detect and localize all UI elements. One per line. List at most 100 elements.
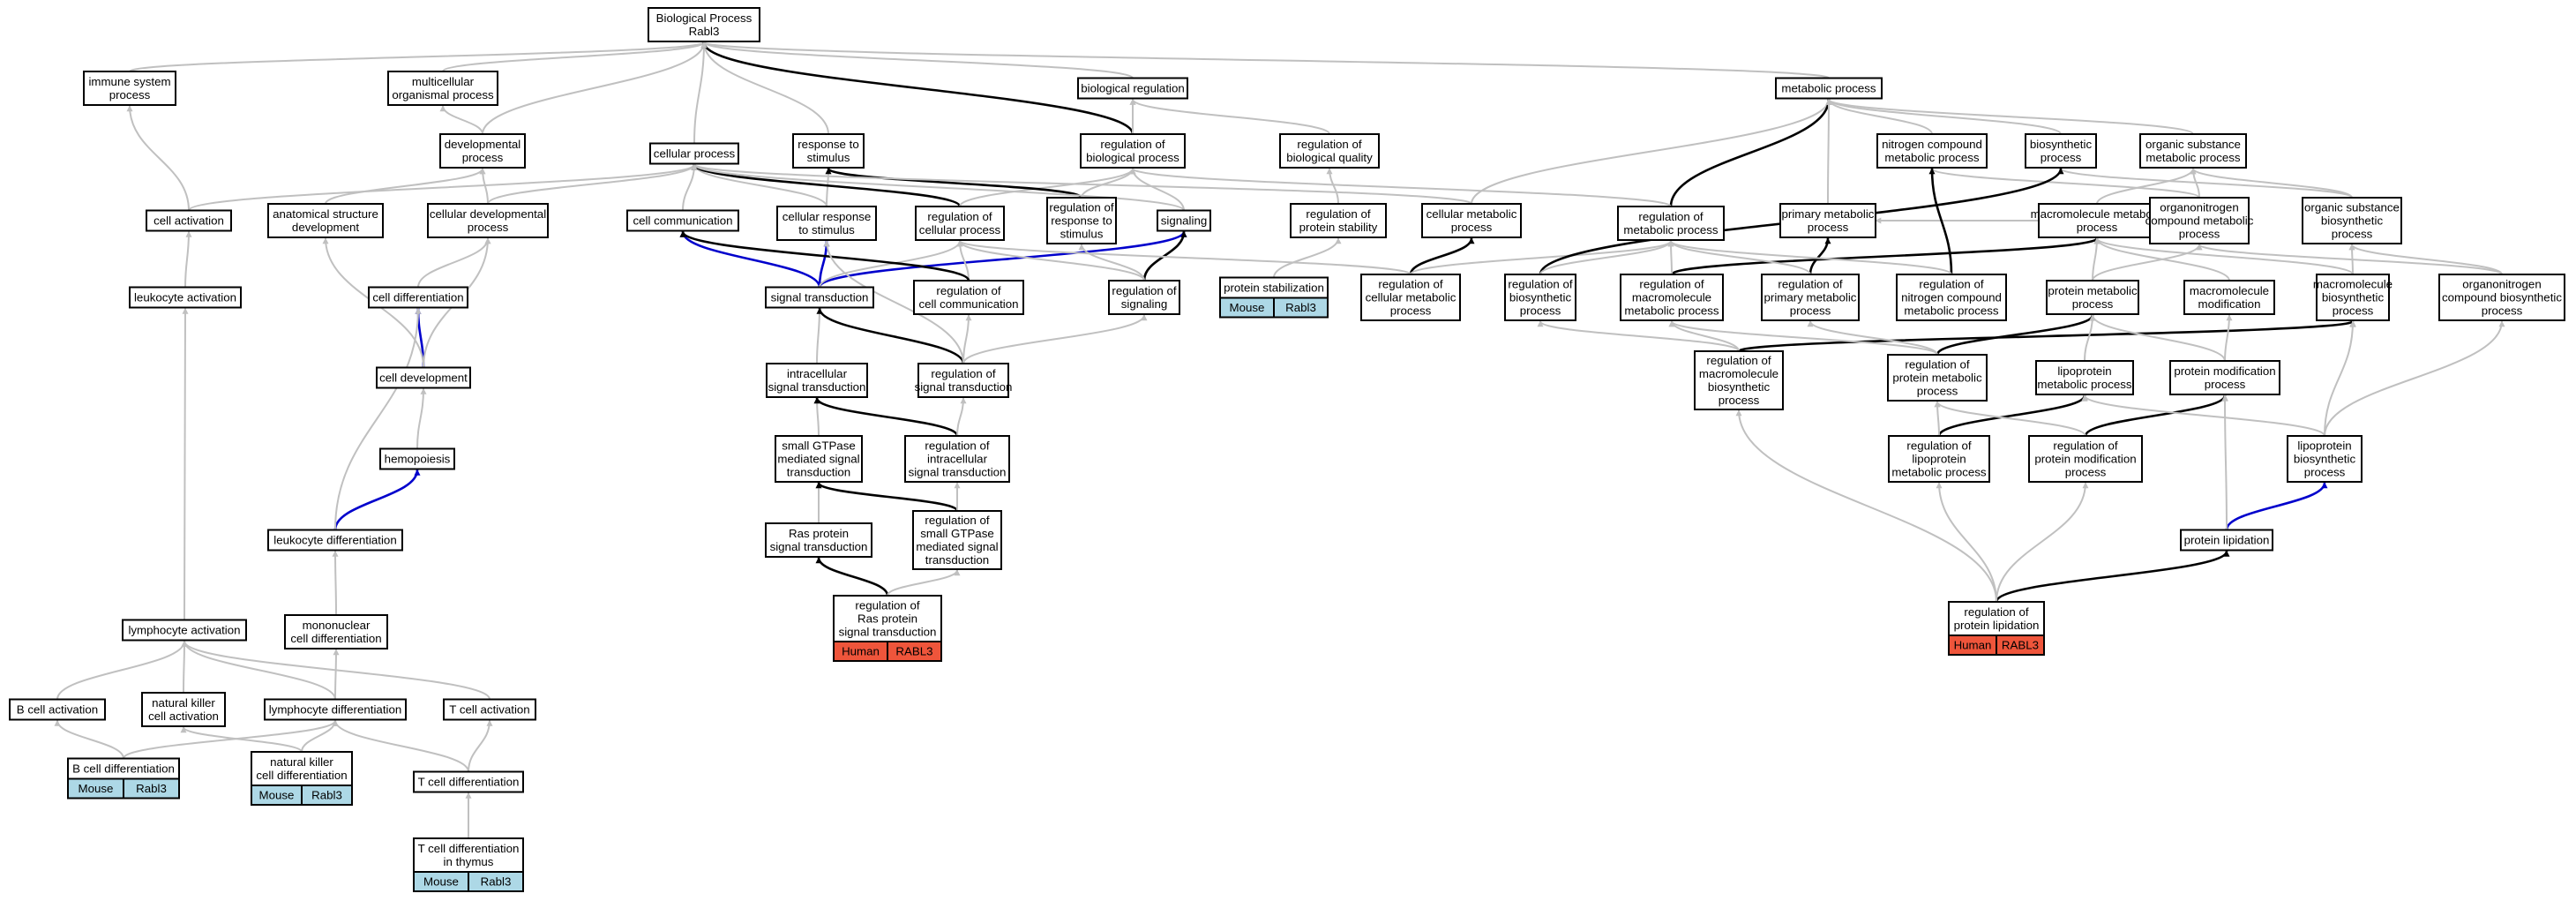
node-label-line: regulation of <box>1297 138 1361 151</box>
node-label-line: response to <box>798 138 858 151</box>
go-term-node-metab[interactable]: metabolic process <box>1775 77 1883 100</box>
go-term-node-biolreg[interactable]: biological regulation <box>1077 77 1188 100</box>
go-term-node-protlip[interactable]: protein lipidation <box>2180 529 2273 552</box>
species-tag: Human <box>842 645 880 658</box>
node-label-line: process <box>2333 304 2374 318</box>
go-term-node-celldevt[interactable]: cell development <box>376 366 471 389</box>
node-label-line: cellular response <box>783 210 872 223</box>
go-term-node-cellcomm[interactable]: cell communication <box>626 209 739 232</box>
node-label-line: stimulus <box>1060 228 1104 241</box>
go-term-node-tdiff[interactable]: T cell differentiation <box>413 770 524 793</box>
node-box <box>648 7 760 42</box>
node-label-line: signal transduction <box>839 626 937 639</box>
node-label-line: B cell differentiation <box>72 762 175 776</box>
node-box <box>1876 133 1988 169</box>
node-box <box>1080 133 1186 169</box>
node-label-line: primary metabolic <box>1782 207 1875 221</box>
node-label-line: organismal process <box>392 88 494 101</box>
node-label-line: macromolecule <box>1699 367 1778 380</box>
node-label-line: regulation of <box>1778 278 1842 291</box>
node-label-line: lipoprotein <box>2057 364 2111 378</box>
node-box <box>1761 274 1860 321</box>
go-term-node-hemo[interactable]: hemopoiesis <box>379 447 455 470</box>
go-term-node-regmacrobio[interactable]: regulation ofmacromoleculebiosyntheticpr… <box>1694 350 1784 410</box>
edge-regcellmet-to-regcell <box>956 240 1412 275</box>
go-term-node-celldiff[interactable]: cell differentiation <box>368 286 468 309</box>
node-label-line: primary metabolic <box>1764 291 1857 304</box>
go-term-node-signaling[interactable]: signaling <box>1157 209 1211 232</box>
go-term-node-leukact[interactable]: leukocyte activation <box>129 286 242 309</box>
edge-smallgt-to-intra <box>813 397 820 437</box>
go-term-node-lymdiff[interactable]: lymphocyte differentiation <box>264 698 407 721</box>
go-term-node-cellproc[interactable]: cellular process <box>649 142 739 165</box>
edge-multicell-to-bp <box>442 41 708 72</box>
go-term-node-tact[interactable]: T cell activation <box>443 698 536 721</box>
node-label-line: response to <box>1051 214 1112 228</box>
go-term-node-sigtrans[interactable]: signal transduction <box>765 286 874 309</box>
node-box <box>765 286 874 309</box>
go-term-node-lymact[interactable]: lymphocyte activation <box>122 619 247 642</box>
go-term-node-leukdiff[interactable]: leukocyte differentiation <box>267 529 403 552</box>
edge-regintra-to-regsigtrans <box>956 397 967 437</box>
go-term-node-cellact[interactable]: cell activation <box>146 209 232 232</box>
node-label-line: biosynthetic <box>1509 291 1572 304</box>
go-term-node-bact[interactable]: B cell activation <box>9 698 106 721</box>
edges-layer <box>54 41 2505 838</box>
node-label-line: metabolic process <box>1891 466 1987 479</box>
node-box <box>2046 280 2139 315</box>
